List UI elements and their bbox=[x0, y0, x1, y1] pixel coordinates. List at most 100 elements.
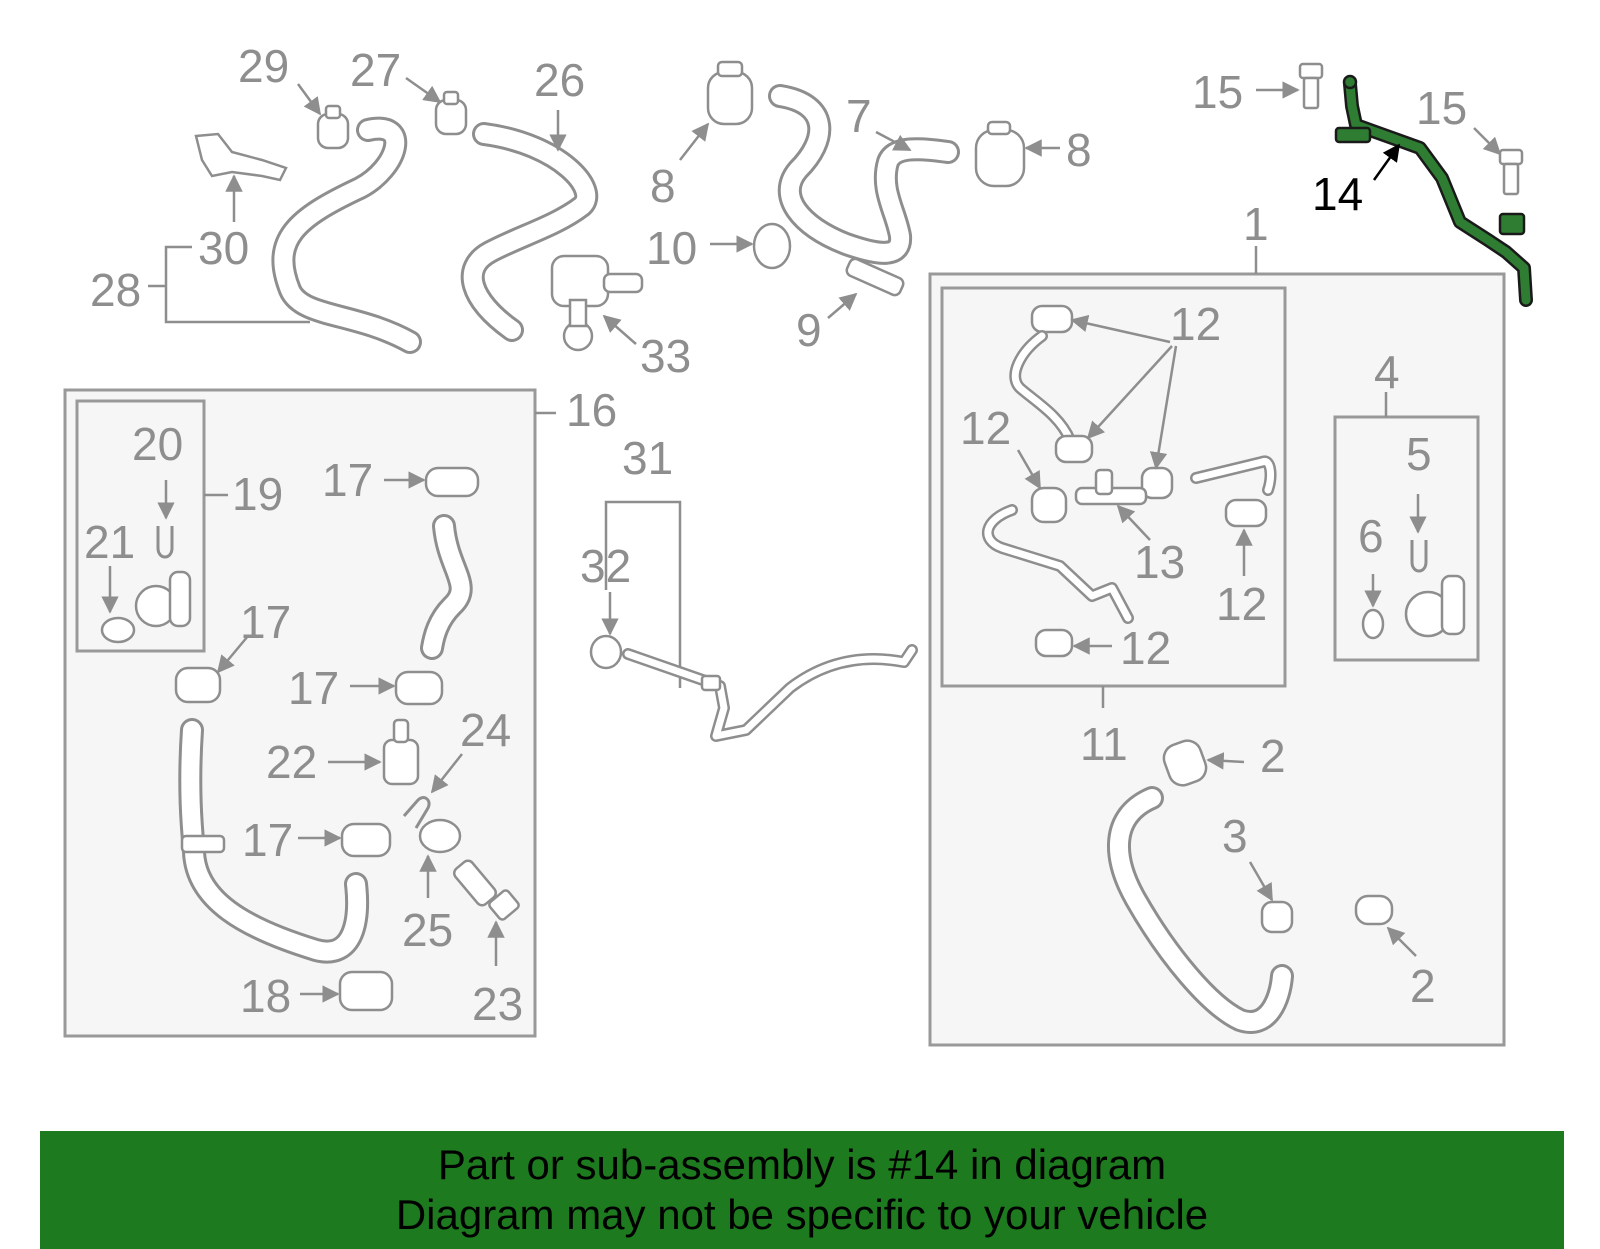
callout-15b: 15 bbox=[1416, 82, 1467, 134]
part-13-tee[interactable] bbox=[1074, 468, 1148, 506]
part-28-hose[interactable] bbox=[271, 116, 422, 354]
part-9-connector[interactable] bbox=[845, 257, 905, 297]
part-32-oring[interactable] bbox=[589, 634, 623, 670]
callout-17a: 17 bbox=[322, 454, 373, 506]
leader-17b bbox=[216, 635, 249, 674]
part-25-oring[interactable] bbox=[418, 818, 462, 854]
part-19-oring[interactable] bbox=[100, 616, 136, 644]
callout-30: 30 bbox=[198, 222, 249, 274]
part-2-clamp-b[interactable] bbox=[1354, 894, 1394, 926]
part-7-hose[interactable] bbox=[768, 84, 960, 265]
callout-1: 1 bbox=[1243, 198, 1269, 250]
bracket-28 bbox=[164, 245, 310, 324]
part-17-clamp-c[interactable] bbox=[394, 670, 444, 706]
part-24-clip[interactable] bbox=[402, 796, 431, 829]
leader-24 bbox=[430, 753, 463, 794]
part-12-clamp-mid[interactable] bbox=[1054, 434, 1094, 464]
callout-26: 26 bbox=[534, 54, 585, 106]
callout-20: 20 bbox=[132, 418, 183, 470]
callout-25: 25 bbox=[402, 904, 453, 956]
part-5-clip[interactable] bbox=[1410, 540, 1428, 573]
callout-15a: 15 bbox=[1192, 66, 1243, 118]
leader-13 bbox=[1116, 504, 1151, 541]
callout-24: 24 bbox=[460, 704, 511, 756]
callout-5: 5 bbox=[1406, 428, 1432, 480]
callout-27: 27 bbox=[350, 44, 401, 96]
callout-8b: 8 bbox=[1066, 124, 1092, 176]
leader-12-a1 bbox=[1070, 314, 1171, 344]
part-17-clamp-a[interactable] bbox=[424, 466, 480, 498]
part-15-bolt-b[interactable] bbox=[1498, 148, 1524, 196]
part-12-clamp-side[interactable] bbox=[1224, 498, 1268, 528]
part-21-connector[interactable] bbox=[134, 570, 192, 628]
callout-29: 29 bbox=[238, 40, 289, 92]
leader-2a bbox=[1206, 752, 1245, 770]
part-17-clamp-b[interactable] bbox=[174, 666, 222, 704]
callout-14: 14 bbox=[1312, 168, 1363, 220]
callout-28: 28 bbox=[90, 264, 141, 316]
callout-18: 18 bbox=[240, 970, 291, 1022]
part-18-clamp[interactable] bbox=[338, 970, 394, 1012]
part-16-hose-upper[interactable] bbox=[420, 514, 473, 660]
callout-7: 7 bbox=[846, 90, 872, 142]
callout-32: 32 bbox=[580, 540, 631, 592]
leader-27 bbox=[405, 76, 442, 104]
part-11-hose-small[interactable] bbox=[1190, 455, 1277, 496]
part-8-clamp-b[interactable] bbox=[974, 120, 1026, 188]
callout-23: 23 bbox=[472, 978, 523, 1030]
part-8-clamp-a[interactable] bbox=[706, 60, 754, 126]
leader-7 bbox=[875, 130, 912, 152]
callout-16: 16 bbox=[566, 384, 617, 436]
part-12-clamp-top[interactable] bbox=[1030, 304, 1074, 334]
part-2-clamp-a[interactable] bbox=[1160, 737, 1210, 789]
bracket-31 bbox=[604, 500, 682, 688]
part-30-bracket[interactable] bbox=[194, 132, 288, 182]
part-11-hose-upper[interactable] bbox=[1009, 330, 1076, 446]
part-4-connector[interactable] bbox=[1404, 574, 1466, 638]
callout-31: 31 bbox=[622, 432, 673, 484]
callout-12d: 12 bbox=[1120, 622, 1171, 674]
callout-17d: 17 bbox=[242, 814, 293, 866]
part-6-oring[interactable] bbox=[1361, 608, 1385, 640]
leader-12-a2 bbox=[1086, 345, 1173, 440]
leader-29 bbox=[296, 83, 322, 116]
callout-21: 21 bbox=[84, 516, 135, 568]
callout-11: 11 bbox=[1080, 718, 1128, 770]
leader-12-a3 bbox=[1149, 345, 1178, 470]
part-15-bolt-a[interactable] bbox=[1298, 62, 1324, 110]
part-26-hose[interactable] bbox=[460, 122, 599, 342]
leader-12-b bbox=[1016, 449, 1042, 490]
part-22-valve[interactable] bbox=[382, 718, 420, 786]
leader-2b bbox=[1386, 926, 1417, 957]
part-16-hose-main[interactable] bbox=[178, 718, 370, 964]
part-27-clamp[interactable] bbox=[434, 90, 468, 136]
part-12-clamp-bottom[interactable] bbox=[1034, 628, 1074, 658]
leader-3 bbox=[1248, 861, 1274, 902]
part-29-clamp[interactable] bbox=[316, 104, 350, 150]
part-17-clamp-d[interactable] bbox=[340, 822, 392, 858]
leader-9 bbox=[827, 292, 858, 319]
callout-33: 33 bbox=[640, 330, 691, 382]
part-11-pipe-lower[interactable] bbox=[981, 504, 1134, 624]
leader-14 bbox=[1372, 143, 1401, 181]
part-14-coolant-pipe[interactable] bbox=[1334, 74, 1533, 307]
part-31-pipe[interactable] bbox=[622, 644, 918, 742]
parts-diagram: 1 2 2 3 4 5 6 7 8 8 9 10 11 12 12 12 12 … bbox=[63, 40, 1533, 1047]
callout-19: 19 bbox=[232, 468, 283, 520]
callout-13: 13 bbox=[1134, 536, 1185, 588]
part-3-clamp[interactable] bbox=[1260, 900, 1294, 934]
callout-8a: 8 bbox=[650, 160, 676, 212]
callout-12b: 12 bbox=[960, 402, 1011, 454]
callout-2b: 2 bbox=[1410, 960, 1436, 1012]
part-23-sensor[interactable] bbox=[452, 858, 520, 921]
callout-12c: 12 bbox=[1216, 578, 1267, 630]
callout-17c: 17 bbox=[288, 662, 339, 714]
part-20-clip[interactable] bbox=[156, 526, 174, 559]
banner-line-disclaimer: Diagram may not be specific to your vehi… bbox=[395, 1191, 1209, 1238]
part-33-valve[interactable] bbox=[550, 254, 644, 352]
part-1-hose[interactable] bbox=[1107, 786, 1294, 1034]
part-10-cap[interactable] bbox=[752, 222, 792, 270]
leader-33 bbox=[602, 314, 637, 345]
banner-line-part: Part or sub-assembly is #14 in diagram bbox=[437, 1141, 1167, 1188]
part-12-clamp-left[interactable] bbox=[1030, 486, 1068, 524]
